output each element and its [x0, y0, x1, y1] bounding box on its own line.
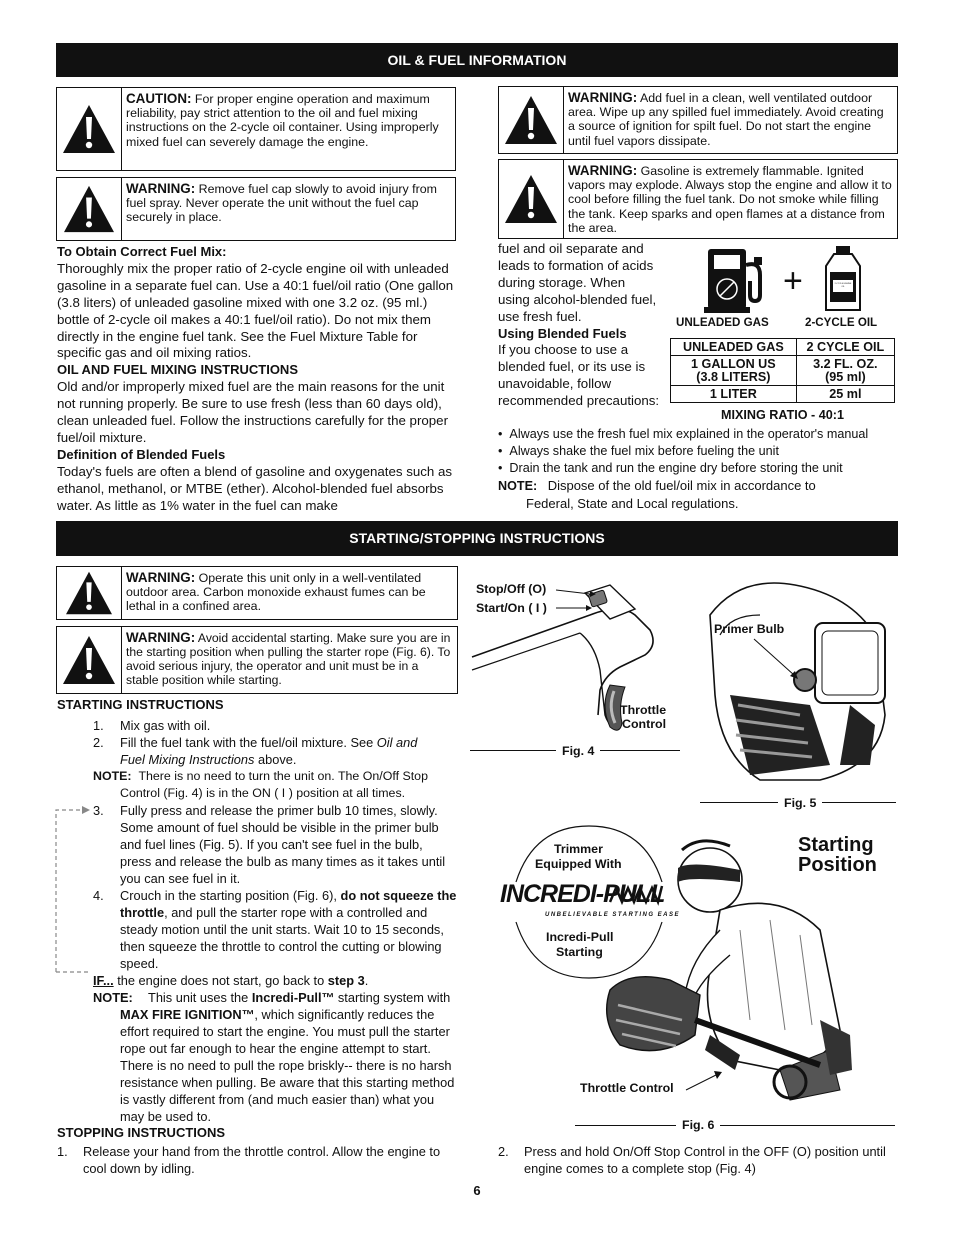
using-blended-paragraph: If you choose to use a blended fuel, or …: [498, 342, 660, 409]
fig6-rule: [575, 1125, 895, 1126]
caution-text: For proper engine operation and maximum …: [126, 92, 439, 149]
fig6-operator-illustration: [590, 820, 890, 1115]
fuel-mixture-table: UNLEADED GAS 2 CYCLE OIL 1 GALLON US(3.8…: [670, 338, 896, 403]
fig4-caption: Fig. 4: [556, 744, 601, 758]
warning-triangle-icon: [499, 87, 564, 153]
list-item: • Drain the tank and run the engine dry …: [498, 461, 843, 475]
label-arrows: [555, 582, 596, 617]
fig4-handle-illustration: [470, 575, 690, 745]
incredi-pull-wave-icon: [608, 882, 664, 913]
blended-def-paragraph: Today's fuels are often a blend of gasol…: [57, 463, 453, 513]
mix-paragraph: Thoroughly mix the proper ratio of 2-cyc…: [57, 260, 454, 361]
warning-title: WARNING:: [126, 570, 196, 585]
stop-step-1: 1.Release your hand from the throttle co…: [57, 1144, 441, 1176]
start-on-label: Start/On ( I ): [476, 601, 547, 615]
oilfuel-heading: OIL AND FUEL MIXING INSTRUCTIONS: [57, 362, 298, 378]
fig5-engine-illustration: [700, 575, 895, 800]
warning-box-ventilated-area: WARNING: Operate this unit only in a wel…: [56, 566, 458, 620]
warning-box-fuel-cap: WARNING: Remove fuel cap slowly to avoid…: [56, 177, 456, 241]
incredi-pull-starting-2: Starting: [556, 945, 603, 959]
primer-bulb-label: Primer Bulb: [714, 622, 785, 636]
mixing-ratio: MIXING RATIO - 40:1: [721, 408, 844, 422]
warning-triangle-icon: [57, 627, 122, 693]
warning-title: WARNING:: [568, 163, 638, 178]
blended-def-heading: Definition of Blended Fuels: [57, 446, 226, 462]
gas-pump-icon: [700, 245, 780, 320]
table-cell: 3.2 FL. OZ.(95 ml): [795, 355, 896, 386]
warning-text: Add fuel in a clean, well ventilated out…: [568, 91, 884, 148]
oil-bottle-label: 2-CYCLE ENGINE OIL: [834, 283, 852, 288]
fig6-caption: Fig. 6: [676, 1118, 721, 1132]
note: NOTE: There is no need to turn the unit …: [93, 769, 428, 783]
stopping-heading: STOPPING INSTRUCTIONS: [57, 1125, 226, 1140]
throttle-label-1: Throttle: [620, 703, 667, 717]
list-item: • Always use the fresh fuel mix explaine…: [498, 427, 869, 441]
note-continued: Federal, State and Local regulations.: [526, 496, 739, 511]
incredi-pull-starting-1: Incredi-Pull: [546, 930, 614, 944]
plus-sign: +: [783, 262, 803, 300]
blended-fuel-text-block: fuel and oil separate and leads to forma…: [498, 241, 660, 410]
warning-triangle-icon: [57, 88, 122, 170]
precautions-list: • Always use the fresh fuel mix explaine…: [498, 426, 908, 512]
note-continued: MAX FIRE IGNITION™, which significantly …: [120, 1007, 455, 1124]
table-header: UNLEADED GAS: [670, 338, 797, 356]
incredi-pull-badge: [514, 822, 664, 987]
go-back-arrow: [52, 806, 94, 983]
trimmer-label-2: Equipped With: [535, 857, 622, 871]
list-item: 4.Crouch in the starting position (Fig. …: [93, 888, 457, 971]
warning-box-ventilation: WARNING: Add fuel in a clean, well venti…: [498, 86, 898, 154]
logo-tagline: UNBELIEVABLE STARTING EASE: [545, 912, 681, 918]
page-number: 6: [473, 1183, 481, 1198]
warning-text: Gasoline is extremely flammable. Ignited…: [568, 164, 892, 235]
note: NOTE:This unit uses the Incredi-Pull™ st…: [93, 990, 451, 1005]
table-header: 2 CYCLE OIL: [795, 338, 896, 356]
stop-off-label: Stop/Off (O): [476, 582, 547, 596]
warning-text: Remove fuel cap slowly to avoid injury f…: [126, 182, 437, 225]
if-line: IF... the engine does not start, go back…: [93, 973, 369, 988]
starting-position-title: Starting Position: [798, 834, 877, 876]
section-header-starting: STARTING/STOPPING INSTRUCTIONS: [56, 521, 898, 556]
using-blended-heading: Using Blended Fuels: [498, 325, 627, 341]
caution-title: CAUTION:: [126, 91, 192, 106]
oilfuel-paragraph: Old and/or improperly mixed fuel are the…: [57, 379, 448, 445]
fuel-mix-text-block: To Obtain Correct Fuel Mix: Thoroughly m…: [57, 244, 457, 515]
list-item: 1.Mix gas with oil.: [93, 718, 211, 733]
note-continued: Control (Fig. 4) is in the ON ( I ) posi…: [120, 786, 406, 800]
warning-triangle-icon: [499, 160, 564, 238]
throttle-label-2: Control: [622, 717, 667, 731]
mix-heading: To Obtain Correct Fuel Mix:: [57, 244, 227, 259]
list-item: 2.Fill the fuel tank with the fuel/oil m…: [93, 735, 418, 767]
section-header-oil-fuel: OIL & FUEL INFORMATION: [56, 43, 898, 77]
caution-box: CAUTION: For proper engine operation and…: [56, 87, 456, 171]
warning-title: WARNING:: [126, 181, 196, 196]
table-cell: 1 GALLON US(3.8 LITERS): [670, 355, 797, 386]
warning-box-flammable: WARNING: Gasoline is extremely flammable…: [498, 159, 898, 239]
throttle-control-arrow: [684, 1070, 724, 1097]
stop-step-2: 2.Press and hold On/Off Stop Control in …: [498, 1144, 886, 1176]
list-item: • Always shake the fuel mix before fueli…: [498, 444, 779, 458]
fig5-caption: Fig. 5: [778, 796, 823, 810]
primer-arrow: [752, 637, 802, 687]
warning-triangle-icon: [57, 178, 122, 240]
table-cell: 1 LITER: [670, 385, 797, 403]
warning-title: WARNING:: [568, 90, 638, 105]
trimmer-label-1: Trimmer: [554, 842, 603, 856]
two-cycle-oil-label: 2-CYCLE OIL: [805, 316, 878, 329]
warning-text: Operate this unit only in a well-ventila…: [126, 571, 426, 614]
oil-bottle-icon: [820, 244, 866, 319]
starting-steps: 1.Mix gas with oil. 2.Fill the fuel tank…: [93, 717, 463, 1125]
warning-text: Avoid accidental starting. Make sure you…: [126, 631, 451, 687]
warning-triangle-icon: [57, 567, 122, 619]
warning-title: WARNING:: [126, 630, 196, 645]
continued-paragraph: fuel and oil separate and leads to forma…: [498, 241, 657, 324]
table-cell: 25 ml: [795, 385, 896, 403]
note: NOTE: Dispose of the old fuel/oil mix in…: [498, 478, 816, 493]
warning-box-accidental-start: WARNING: Avoid accidental starting. Make…: [56, 626, 458, 694]
starting-heading: STARTING INSTRUCTIONS: [57, 697, 224, 712]
list-item: 3.Fully press and release the primer bul…: [93, 803, 446, 886]
throttle-control-label: Throttle Control: [580, 1081, 674, 1095]
unleaded-gas-label: UNLEADED GAS: [676, 316, 769, 329]
